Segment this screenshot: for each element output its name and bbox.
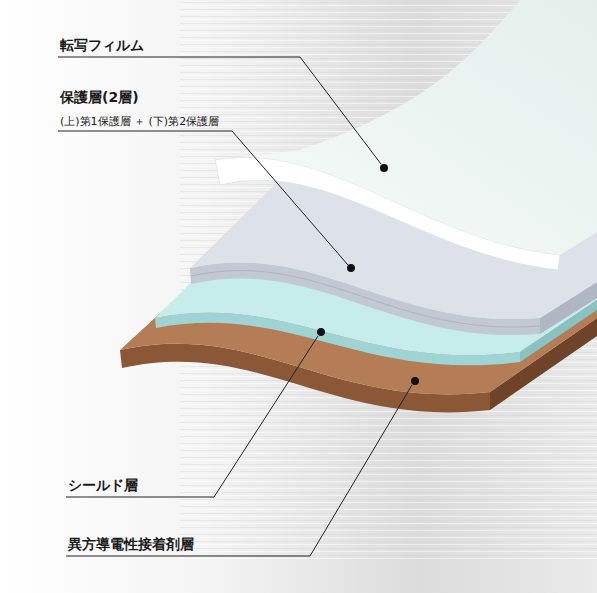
part-label: シールド層	[68, 477, 138, 494]
leader-dot	[347, 264, 355, 272]
leader-dot	[380, 164, 388, 172]
leader-line	[58, 131, 348, 265]
leader-line	[66, 336, 318, 497]
part-label: 異方導電性接着剤層	[68, 536, 194, 553]
transfer-film	[215, 0, 597, 255]
leader-line	[58, 57, 381, 164]
part-label: 保護層(2層)	[60, 89, 139, 106]
leader-dot	[411, 377, 419, 385]
part-label: 転写フィルム	[60, 37, 144, 54]
part-label: (上)第1保護層 ＋ (下)第2保護層	[60, 115, 219, 128]
leader-line	[66, 385, 412, 556]
leader-dot	[317, 328, 325, 336]
